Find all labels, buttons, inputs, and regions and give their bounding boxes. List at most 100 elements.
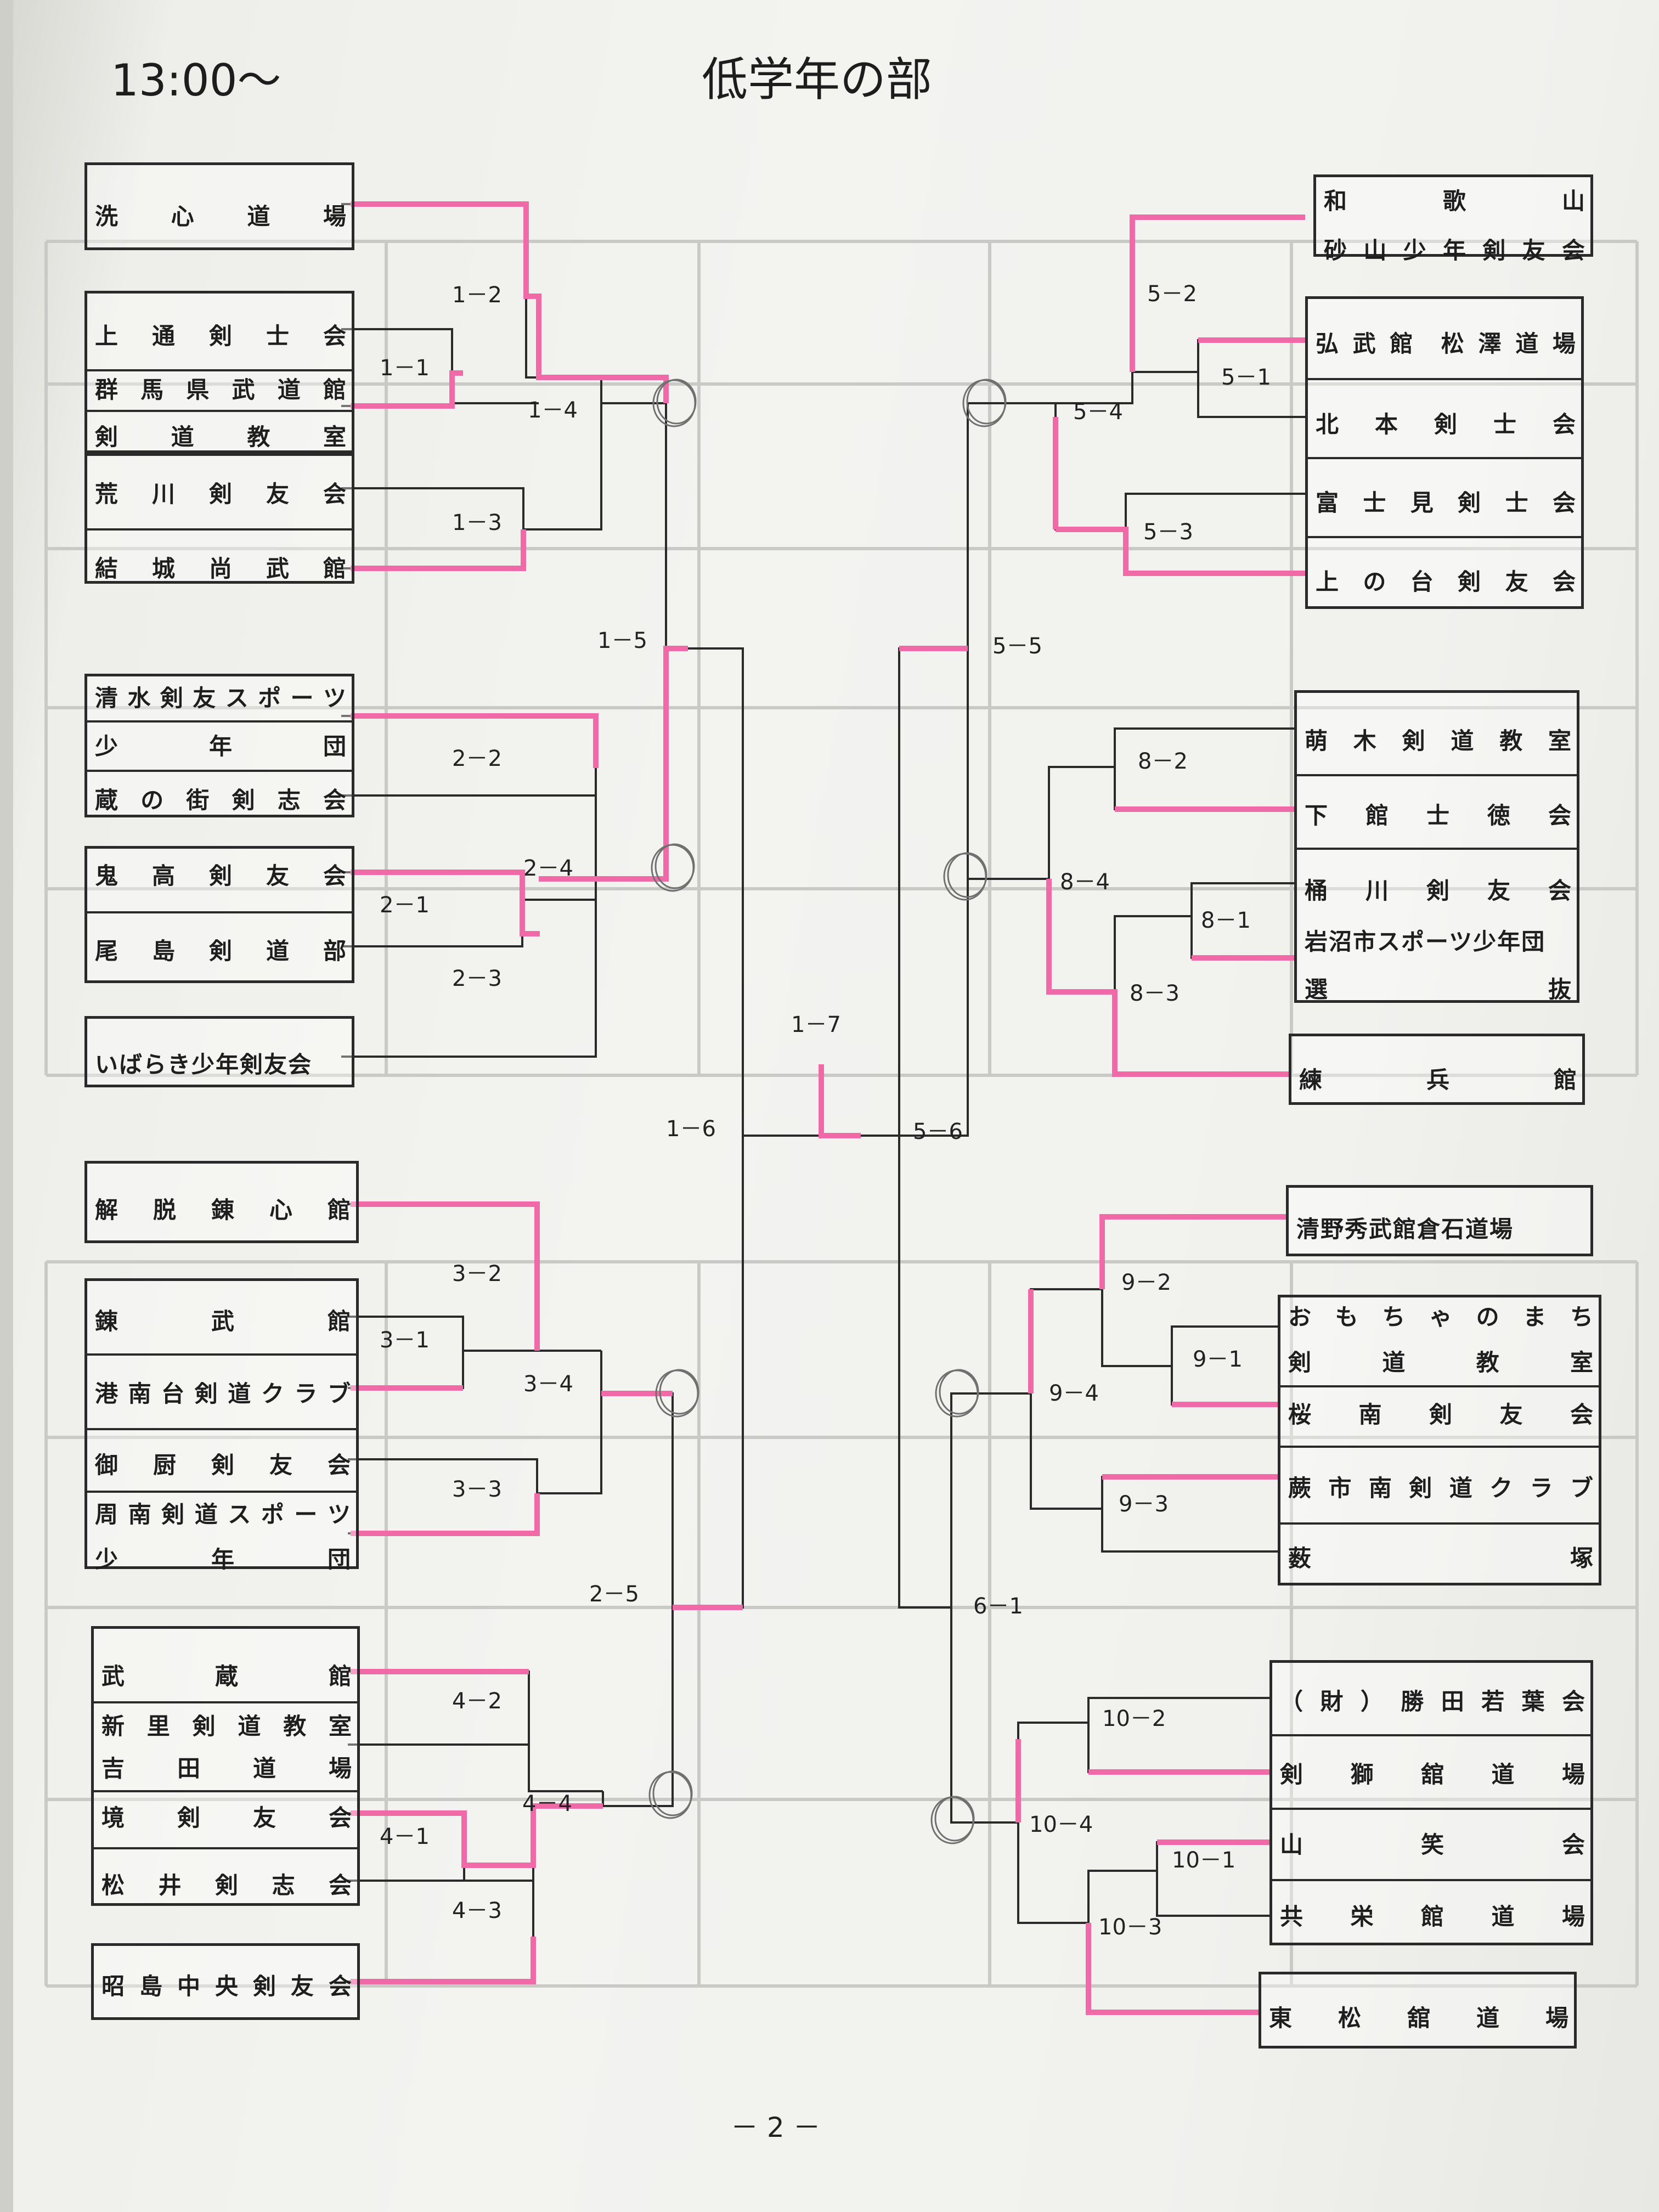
match-label: 1－4 — [528, 398, 578, 423]
right-team-box: 萌木剣道教室下館士徳会桶川剣友会岩沼市スポーツ少年団選抜 — [1294, 690, 1579, 1003]
match-label: 9－4 — [1049, 1381, 1099, 1406]
left-team-box: 鬼高剣友会尾島剣道部 — [84, 846, 354, 983]
box-divider — [87, 1428, 356, 1430]
pencil-circle-mark — [939, 1369, 979, 1415]
bracket-line — [1101, 1289, 1280, 1367]
pencil-circle-mark — [652, 1770, 693, 1816]
right-team-name: 選抜 — [1305, 975, 1571, 1003]
bracket-line — [341, 879, 597, 1058]
advance-highlight — [351, 201, 596, 380]
box-divider — [1297, 774, 1577, 776]
right-team-name: 北本剣士会 — [1316, 410, 1576, 438]
box-divider — [1308, 378, 1581, 380]
box-divider — [87, 770, 352, 772]
left-team-box: 清水剣友スポーツ少年団蔵の街剣志会 — [84, 674, 354, 817]
advance-highlight — [1099, 1214, 1289, 1289]
left-team-box: 荒川剣友会結城尚武館 — [84, 453, 354, 584]
bracket-line — [348, 1881, 534, 1983]
match-label: 1－7 — [791, 1012, 841, 1037]
right-team-box: 弘武館 松澤道場北本剣士会富士見剣士会上の台剣友会 — [1305, 296, 1584, 609]
left-team-name: 境剣友会 — [101, 1804, 352, 1831]
pencil-circle-mark — [654, 843, 695, 889]
box-divider — [87, 410, 352, 412]
match-label: 2－1 — [380, 893, 430, 918]
match-label: 3－4 — [523, 1372, 573, 1397]
page-number: － 2 － — [731, 2112, 821, 2143]
box-divider — [1272, 1879, 1590, 1881]
match-label: 6－1 — [973, 1594, 1023, 1619]
match-label: 3－3 — [452, 1477, 502, 1502]
match-label: 5－3 — [1143, 520, 1193, 545]
box-divider — [87, 720, 352, 723]
left-team-name: 剣道教室 — [95, 423, 346, 450]
bracket-line — [602, 1607, 674, 1807]
bracket-line — [341, 900, 523, 947]
bracket-line — [1034, 372, 1133, 404]
advance-highlight — [1056, 527, 1305, 576]
box-divider — [1272, 1808, 1590, 1810]
match-label: 5－6 — [913, 1119, 963, 1144]
left-team-box: 昭島中央剣友会 — [91, 1943, 360, 2020]
left-team-name: 昭島中央剣友会 — [101, 1972, 352, 2000]
bracket-line — [821, 402, 1034, 1137]
advance-highlight — [1086, 1923, 1261, 2015]
box-divider — [1280, 1446, 1599, 1448]
left-team-name: 周南剣道スポーツ — [95, 1500, 351, 1528]
right-team-name: 桶川剣友会 — [1305, 877, 1571, 904]
box-divider — [1272, 1734, 1590, 1736]
box-divider — [87, 528, 352, 531]
bracket-line — [348, 1316, 537, 1352]
left-team-box: 錬武館港南台剣道クラブ御厨剣友会周南剣道スポーツ少年団 — [84, 1278, 359, 1573]
left-team-name: 鬼高剣友会 — [95, 862, 346, 889]
right-team-box: 和歌山砂山少年剣友会 — [1313, 174, 1593, 264]
match-label: 1－5 — [597, 628, 647, 653]
box-divider — [87, 1491, 356, 1493]
pencil-circle-mark — [934, 1796, 975, 1842]
left-team-name: 吉田道場 — [101, 1754, 352, 1782]
bracket-line — [898, 1136, 951, 1609]
box-divider — [1308, 457, 1581, 459]
bracket-line — [743, 1097, 822, 1137]
match-label: 4－1 — [380, 1824, 430, 1849]
right-team-name: 下館士徳会 — [1305, 802, 1571, 829]
left-team-name: 結城尚武館 — [95, 555, 346, 582]
left-team-name: 洗心道場 — [95, 202, 346, 230]
match-label: 10－3 — [1098, 1915, 1163, 1940]
bracket-line — [1101, 1509, 1280, 1553]
right-team-box: 清野秀武館倉石道場 — [1286, 1185, 1593, 1256]
box-divider — [1308, 536, 1581, 538]
bracket-line — [899, 648, 969, 1137]
left-team-name: 解脱錬心館 — [95, 1196, 351, 1223]
advance-highlight — [351, 1493, 540, 1536]
left-team-name: 清水剣友スポーツ — [95, 684, 346, 712]
right-team-name: 弘武館 松澤道場 — [1316, 330, 1576, 357]
match-label: 8－2 — [1138, 749, 1188, 774]
left-team-name: 荒川剣友会 — [95, 480, 346, 507]
box-divider — [87, 911, 352, 913]
match-label: 5－2 — [1147, 281, 1197, 307]
right-team-box: 東松舘道場 — [1259, 1972, 1577, 2049]
match-label: 8－4 — [1060, 870, 1110, 895]
pencil-circle-mark — [947, 852, 988, 898]
advance-highlight — [351, 1201, 540, 1351]
box-divider — [1280, 1522, 1599, 1525]
right-team-name: 剣道教室 — [1288, 1348, 1593, 1376]
box-divider — [1297, 848, 1577, 850]
advance-highlight — [539, 646, 688, 882]
pencil-circle-mark — [656, 379, 697, 425]
left-team-box: 上通剣士会群馬県武道館剣道教室 — [84, 291, 354, 453]
match-label: 5－4 — [1073, 399, 1123, 425]
left-team-name: 松井剣志会 — [101, 1871, 352, 1899]
match-label: 2－3 — [452, 966, 502, 991]
bleed-through-table — [44, 240, 1639, 1988]
right-team-box: （財）勝田若葉会剣獅舘道場山笑会共栄館道場 — [1269, 1660, 1593, 1945]
right-team-name: 練兵館 — [1299, 1066, 1577, 1093]
match-label: 9－1 — [1193, 1347, 1243, 1372]
advance-highlight — [351, 370, 463, 409]
advance-highlight — [351, 1803, 603, 1868]
tournament-bracket — [341, 201, 1305, 2015]
right-team-box: おもちゃのまち剣道教室桜南剣友会蕨市南剣道クラブ薮塚 — [1278, 1295, 1601, 1585]
page-title: 低学年の部 — [702, 53, 933, 106]
right-team-name: （財）勝田若葉会 — [1280, 1688, 1585, 1715]
bracket-line — [950, 1392, 1031, 1607]
